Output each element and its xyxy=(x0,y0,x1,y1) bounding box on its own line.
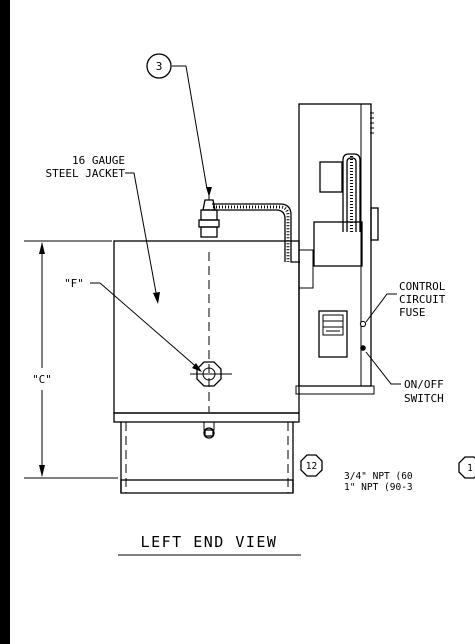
callout-12-octagon xyxy=(300,454,323,477)
switch-label-line2: SWITCH xyxy=(404,392,444,405)
drain-fitting xyxy=(203,421,215,439)
jacket-label-line1: 16 GAUGE xyxy=(72,154,125,167)
control-circuit-fuse xyxy=(359,320,367,328)
callout-3-circle xyxy=(146,53,172,79)
conduit xyxy=(212,153,361,263)
relay-box xyxy=(313,221,363,267)
callout-12-number: 12 xyxy=(306,461,317,472)
control-box xyxy=(295,103,379,395)
stand xyxy=(120,422,294,494)
dimension-c xyxy=(24,240,118,479)
left-border-strip xyxy=(0,0,10,644)
on-off-switch xyxy=(360,345,366,351)
jacket-label-line2: STEEL JACKET xyxy=(46,167,126,180)
side-port-octagon xyxy=(196,361,222,387)
control-label-line3: FUSE xyxy=(399,306,426,319)
callout-partial-octagon xyxy=(458,456,475,479)
callout-partial-number: 1 xyxy=(467,463,473,474)
control-label-line2: CIRCUIT xyxy=(399,293,446,306)
view-title: LEFT END VIEW xyxy=(141,533,278,551)
switch-label-line1: ON/OFF xyxy=(404,378,444,391)
tank-body xyxy=(113,240,300,423)
switch-plate xyxy=(318,310,348,358)
control-label-line1: CONTROL xyxy=(399,280,446,293)
npt-note-line1: 3/4" NPT (60 xyxy=(344,471,413,482)
relief-valve xyxy=(198,187,220,238)
callout-3-number: 3 xyxy=(156,60,163,73)
dimension-f-label: "F" xyxy=(64,277,84,290)
npt-note-line2: 1" NPT (90-3 xyxy=(344,482,413,493)
vent-ticks xyxy=(370,112,374,134)
dimension-c-label: "C" xyxy=(32,373,52,386)
upper-component xyxy=(319,161,343,193)
side-handle xyxy=(370,207,379,241)
